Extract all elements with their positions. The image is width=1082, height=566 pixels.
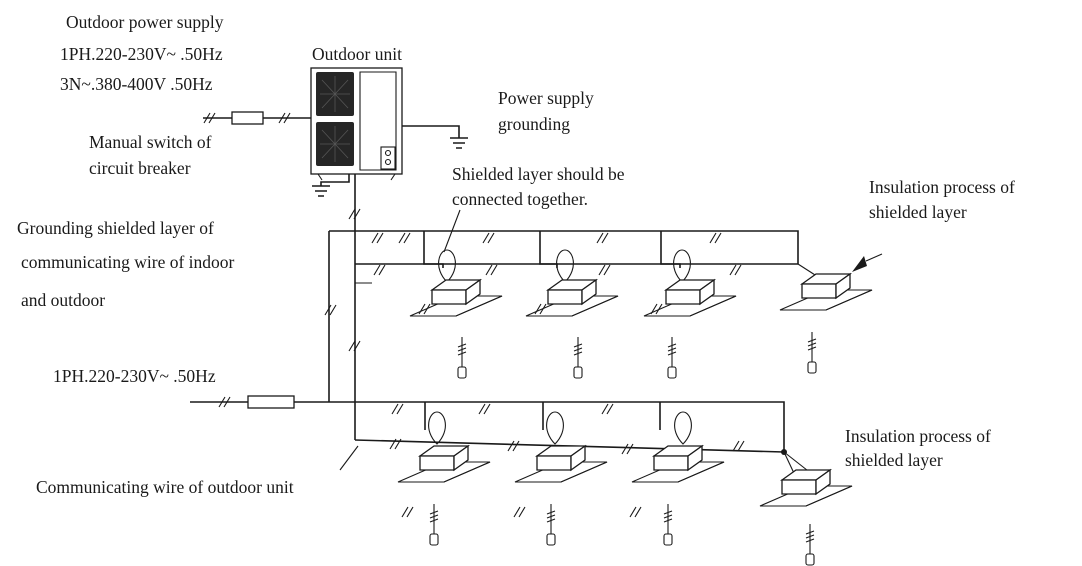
leader-insulation-top: [865, 253, 883, 262]
label-power-supply-grounding-2: grounding: [498, 114, 570, 134]
label-voltage-single-phase: 1PH.220-230V~ .50Hz: [60, 44, 223, 64]
label-indoor-power-supply: 1PH.220-230V~ .50Hz: [53, 366, 216, 386]
label-communicating-wire-outdoor: Communicating wire of outdoor unit: [36, 477, 294, 497]
label-power-supply-grounding-1: Power supply: [498, 88, 594, 108]
leader-shielded-together: [443, 209, 461, 253]
label-insulation-top-2: shielded layer: [869, 202, 967, 222]
label-shielded-together-1: Shielded layer should be: [452, 164, 625, 184]
outdoor-unit: [310, 67, 403, 181]
label-shielded-together-2: connected together.: [452, 189, 588, 209]
communication-wiring: [190, 174, 827, 487]
outdoor-unit-ground: [312, 174, 350, 197]
indoor-units-upper: [409, 249, 873, 379]
label-voltage-three-phase: 3N~.380-400V .50Hz: [60, 74, 213, 94]
label-grounding-shield-3: and outdoor: [21, 290, 105, 310]
label-outdoor-power-supply: Outdoor power supply: [66, 12, 224, 32]
label-insulation-top-1: Insulation process of: [869, 177, 1015, 197]
manual-switch-circuit-breaker: [203, 111, 311, 125]
power-grounding: [402, 125, 468, 149]
arrow-insulation-top: [852, 256, 867, 272]
label-grounding-shield-1: Grounding shielded layer of: [17, 218, 214, 238]
label-insulation-bottom-1: Insulation process of: [845, 426, 991, 446]
label-manual-switch-2: circuit breaker: [89, 158, 191, 178]
label-insulation-bottom-2: shielded layer: [845, 450, 943, 470]
label-outdoor-unit: Outdoor unit: [312, 44, 402, 64]
label-grounding-shield-2: communicating wire of indoor: [21, 252, 235, 272]
label-manual-switch-1: Manual switch of: [89, 132, 212, 152]
